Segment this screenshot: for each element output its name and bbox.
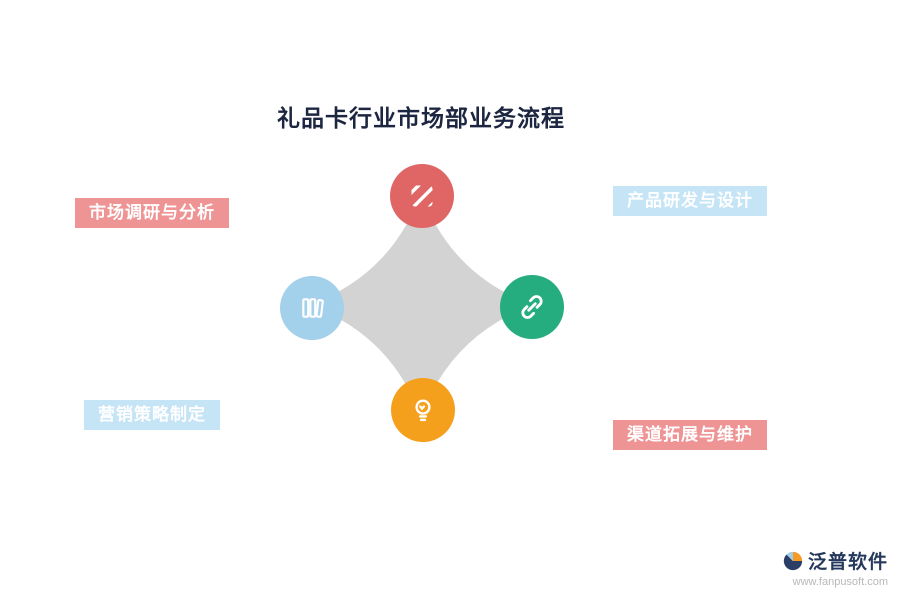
link-icon [521, 295, 543, 319]
star-shape-icon [309, 193, 533, 417]
hatch-icon [411, 185, 433, 207]
brand-name: 泛普软件 [807, 552, 888, 573]
node-marketing-strategy [280, 276, 344, 340]
page-title: 礼品卡行业市场部业务流程 [277, 105, 565, 131]
connector-star [301, 185, 541, 425]
node-channel [500, 275, 564, 339]
bulb-icon [415, 399, 431, 422]
brand-website: www.fanpusoft.com [792, 576, 888, 588]
label-channel-maintenance: 渠道拓展与维护 [613, 420, 767, 450]
label-market-research: 市场调研与分析 [75, 198, 229, 228]
label-product-design: 产品研发与设计 [613, 186, 767, 216]
label-marketing-strategy: 营销策略制定 [84, 400, 220, 430]
fanpu-logo-icon [783, 551, 803, 570]
node-market-research [390, 164, 454, 228]
books-icon [302, 298, 324, 318]
footer-brand-block: 泛普软件 www.fanpusoft.com [782, 547, 888, 588]
node-idea [391, 378, 455, 442]
